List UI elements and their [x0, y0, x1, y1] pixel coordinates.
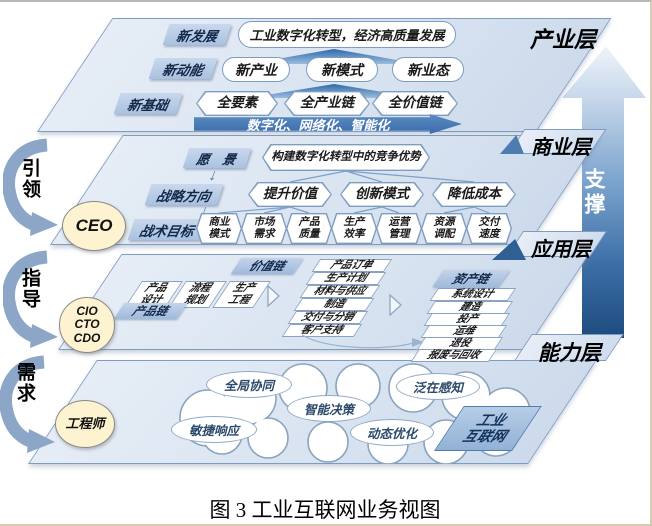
hex-production-efficiency: 生产效率 [331, 213, 377, 244]
tag-strategy-direction: 战略方向 [144, 184, 224, 205]
rail-label-lead: 引领 [19, 158, 40, 200]
row-manufacturing: 制造 [293, 298, 375, 311]
pill-new-model: 新模式 [306, 57, 378, 82]
hex-enhance-value: 提升价值 [248, 182, 332, 207]
row-scrap-recycling: 报废与回收 [410, 349, 498, 362]
row-operations-maintenance: 运维 [420, 325, 508, 338]
digital-trend-arrow-label: 数字化、网络化、智能化 [246, 117, 390, 133]
development-goal-pill: 工业数字化转型，经济高质量发展 [238, 21, 456, 48]
hex-full-value-chain: 全价值链 [372, 91, 458, 116]
hex-operations-management: 运营管理 [376, 213, 422, 244]
hex-business-model: 商业模式 [196, 213, 242, 244]
support-arrow-label: 支撑 [582, 168, 605, 218]
demand-swoosh-arrow [0, 355, 55, 453]
hex-reduce-cost: 降低成本 [432, 182, 516, 207]
ceo-circle: CEO [62, 201, 126, 251]
pill-new-industry: 新产业 [222, 57, 290, 82]
customer-support-feedback-arrow [301, 334, 424, 349]
tag-tactical-goals: 战术目标 [127, 219, 207, 240]
row-system-design: 系统设计 [429, 288, 517, 301]
cap-intelligent-decision: 智能决策 [287, 395, 371, 422]
row-decommissioning: 退役 [416, 337, 504, 350]
row-commissioning: 投产 [423, 313, 511, 326]
hex-market-demand: 市场需求 [241, 213, 287, 244]
capability-layer-label: 能力层 [538, 342, 601, 365]
engineer-circle: 工程师 [55, 400, 115, 448]
rail-label-demand: 需求 [14, 362, 35, 404]
tag-vision: 愿 景 [182, 148, 252, 168]
cap-global-collaboration: 全局协同 [206, 371, 292, 398]
guide-swoosh-arrow [3, 250, 58, 348]
rail-label-guide: 指导 [19, 268, 40, 310]
value-chain-tag: 价值链 [230, 258, 304, 274]
cap-dynamic-optimization: 动态优化 [350, 419, 434, 446]
business-layer-label: 商业层 [531, 137, 591, 159]
row-materials-supply: 材料与供应 [299, 285, 381, 298]
asset-chain-tag: 资产链 [432, 270, 510, 287]
hex-full-industry-chain: 全产业链 [284, 91, 370, 116]
chevron-product-to-value [267, 284, 281, 308]
hex-delivery-speed: 交付速度 [466, 213, 512, 244]
hex-resource-allocation: 资源调配 [421, 213, 467, 244]
lead-swoosh-arrow [3, 138, 58, 236]
cxo-line-cio: CIO [76, 303, 98, 318]
support-up-arrow [562, 46, 646, 338]
cxo-circle: CIO CTO CDO [59, 297, 115, 353]
row-construction: 建造 [426, 301, 514, 314]
application-layer-label: 应用层 [531, 239, 591, 261]
hex-all-elements: 全要素 [196, 91, 278, 116]
cap-ubiquitous-sensing: 泛在感知 [396, 373, 480, 400]
industrial-internet-line1: 工业 [473, 412, 509, 429]
vision-hex: 构建数字化转型中的竞争优势 [262, 144, 430, 171]
cap-agile-response: 敏捷响应 [171, 416, 257, 443]
cxo-line-cdo: CDO [73, 330, 101, 345]
industry-layer-label: 产业层 [530, 27, 597, 52]
business-layer-connectors [218, 170, 490, 214]
hex-innovation-model: 创新模式 [340, 182, 424, 207]
tag-new-development: 新发展 [162, 24, 232, 45]
cxo-line-cto: CTO [74, 317, 100, 332]
tag-new-momentum: 新动能 [148, 58, 218, 79]
figure-caption: 图 3 工业互联网业务视图 [209, 498, 441, 522]
digital-trend-arrow: 数字化、网络化、智能化 [194, 114, 462, 134]
chevron-value-to-asset [389, 293, 403, 317]
industrial-internet-line2: 互联网 [460, 428, 509, 445]
tag-new-foundation: 新基础 [113, 93, 183, 114]
product-chain-tag: 产品链 [113, 303, 188, 319]
row-production-plan: 生产计划 [305, 272, 387, 285]
row-delivery-distribution: 交付与分销 [287, 311, 369, 324]
pill-new-business-form: 新业态 [392, 57, 464, 82]
row-product-orders: 产品订单 [311, 259, 393, 272]
hex-product-quality: 产品质量 [286, 213, 332, 244]
